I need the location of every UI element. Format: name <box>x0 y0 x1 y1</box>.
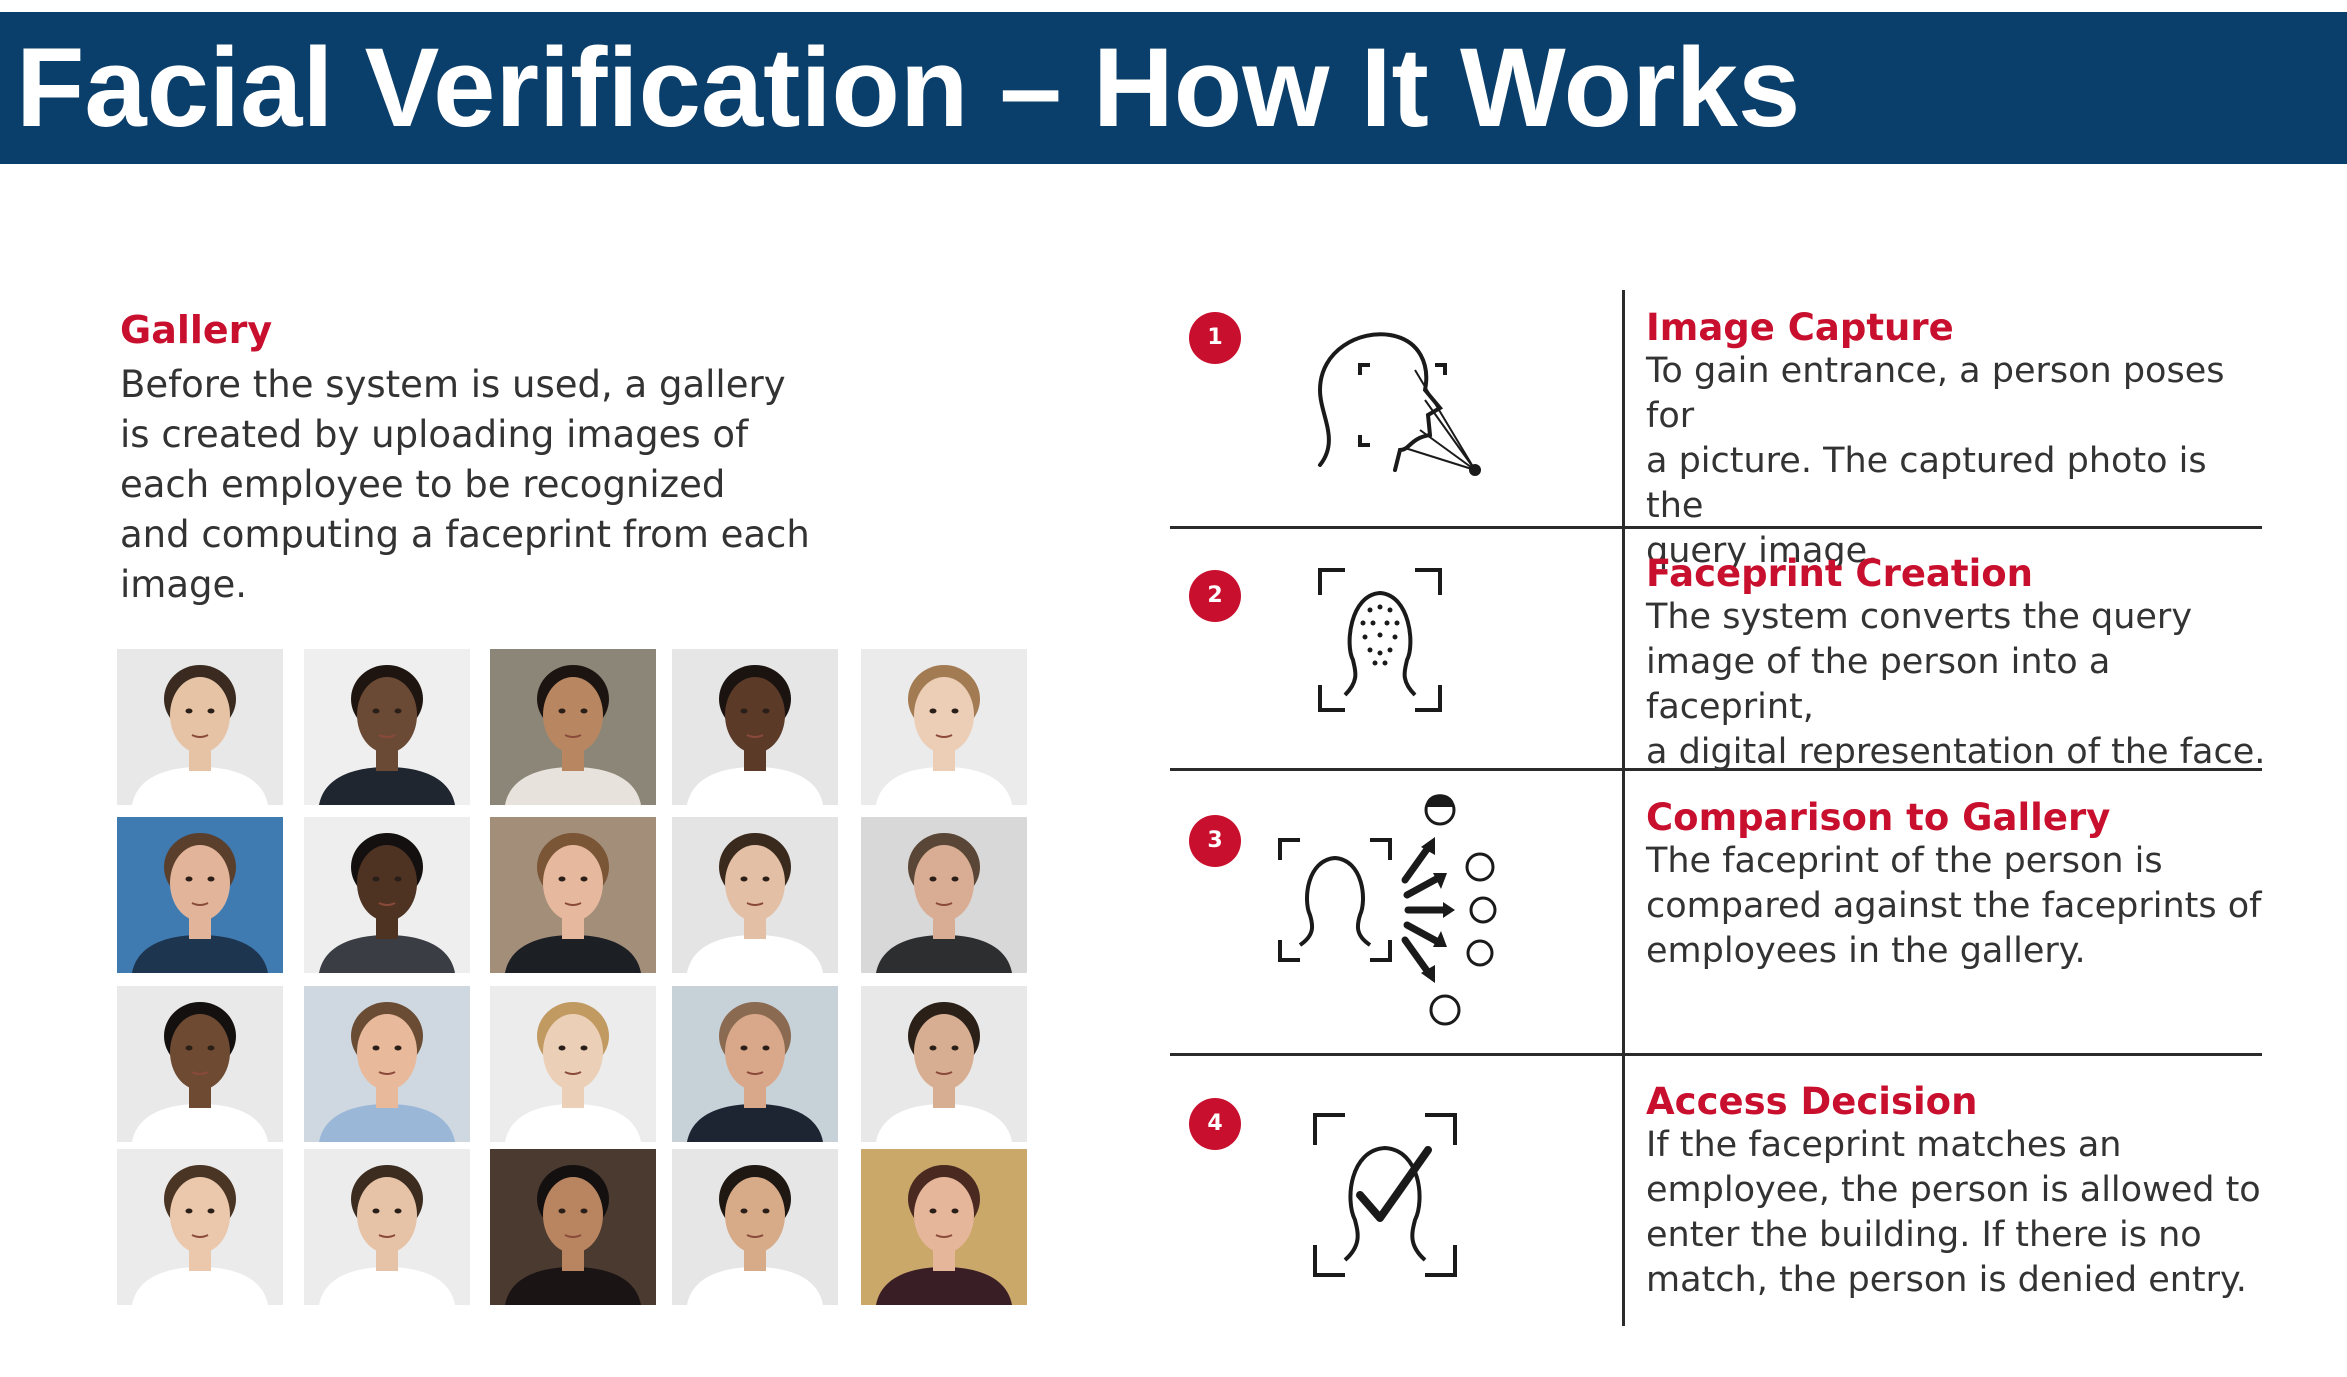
employee-photo <box>117 1149 283 1305</box>
step-line: The faceprint of the person is <box>1646 841 2163 881</box>
step-1-title: Image Capture <box>1646 306 1954 349</box>
step-line: compared against the faceprints of <box>1646 886 2262 926</box>
employee-photo <box>117 817 283 973</box>
step-4-badge: 4 <box>1189 1098 1241 1150</box>
employee-photo <box>861 986 1027 1142</box>
employee-photo <box>672 817 838 973</box>
employee-photo <box>304 986 470 1142</box>
step-line: match, the person is denied entry. <box>1646 1260 2247 1300</box>
employee-photo <box>304 649 470 805</box>
step-2-badge: 2 <box>1189 570 1241 622</box>
step-1-description: To gain entrance, a person poses for a p… <box>1646 349 2266 574</box>
gallery-line: and computing a faceprint from each <box>120 513 810 556</box>
step-3-title: Comparison to Gallery <box>1646 796 2111 839</box>
employee-photo <box>490 649 656 805</box>
face-comparison-icon <box>1278 794 1497 1026</box>
step-2-title: Faceprint Creation <box>1646 552 2034 595</box>
gallery-line: Before the system is used, a gallery <box>120 363 786 406</box>
step-line: If the faceprint matches an <box>1646 1125 2122 1165</box>
steps-divider <box>1170 768 2262 771</box>
gallery-heading: Gallery <box>120 308 273 352</box>
employee-photo <box>490 817 656 973</box>
face-check-icon <box>1313 1113 1457 1277</box>
step-line: employees in the gallery. <box>1646 931 2086 971</box>
employee-photo <box>490 1149 656 1305</box>
employee-photo <box>304 1149 470 1305</box>
page-title: Facial Verification – How It Works <box>16 25 1801 150</box>
step-1-badge: 1 <box>1189 312 1241 364</box>
employee-photo <box>861 1149 1027 1305</box>
head-camera-icon <box>1317 332 1481 476</box>
step-4-description: If the faceprint matches an employee, th… <box>1646 1123 2266 1303</box>
step-3-description: The faceprint of the person is compared … <box>1646 839 2266 974</box>
steps-divider <box>1170 526 2262 529</box>
gallery-line: image. <box>120 563 248 606</box>
step-line: a digital representation of the face. <box>1646 732 2266 772</box>
step-4-title: Access Decision <box>1646 1080 1978 1123</box>
employee-photo <box>672 649 838 805</box>
employee-photo <box>861 817 1027 973</box>
employee-photo <box>672 986 838 1142</box>
employee-photo <box>672 1149 838 1305</box>
step-line: enter the building. If there is no <box>1646 1215 2202 1255</box>
gallery-description: Before the system is used, a gallery is … <box>120 360 840 610</box>
title-bar: Facial Verification – How It Works <box>0 12 2347 164</box>
step-line: The system converts the query <box>1646 597 2193 637</box>
step-line: query image. <box>1646 531 1879 571</box>
employee-photo <box>861 649 1027 805</box>
steps-divider <box>1170 1053 2262 1056</box>
step-line: To gain entrance, a person poses for <box>1646 351 2225 436</box>
step-3-badge: 3 <box>1189 815 1241 867</box>
step-line: a picture. The captured photo is the <box>1646 441 2207 526</box>
employee-photo <box>304 817 470 973</box>
step-line: employee, the person is allowed to <box>1646 1170 2261 1210</box>
face-scan-dots-icon <box>1318 568 1442 712</box>
gallery-line: is created by uploading images of <box>120 413 749 456</box>
steps-vertical-divider <box>1622 290 1625 1326</box>
gallery-line: each employee to be recognized <box>120 463 726 506</box>
step-2-description: The system converts the query image of t… <box>1646 595 2266 775</box>
employee-photo <box>117 649 283 805</box>
employee-photo <box>490 986 656 1142</box>
employee-photo <box>117 986 283 1142</box>
step-line: image of the person into a faceprint, <box>1646 642 2111 727</box>
